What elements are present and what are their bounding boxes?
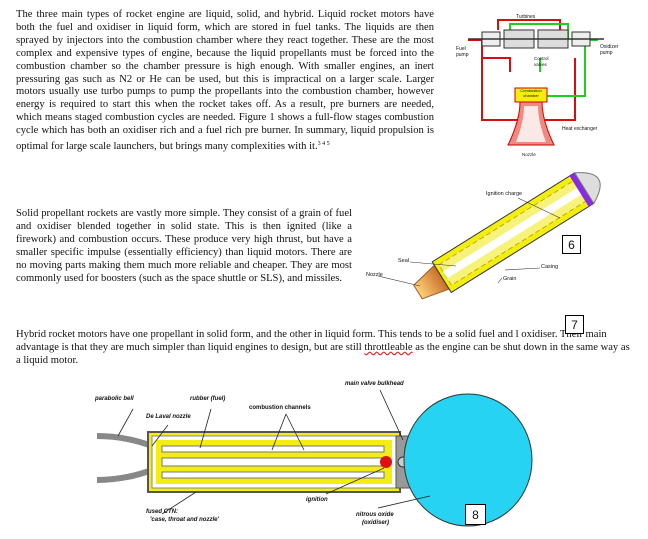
hybrid-text-middle: oxidiser. Their main advantage is that t… (16, 329, 607, 353)
spellcheck-flagged-word[interactable]: throttleable (364, 341, 413, 353)
turbine-left (503, 29, 535, 49)
combustion-chamber-label: Combustion chamber (520, 88, 542, 98)
heat-exchanger-label: Heat exchanger (562, 126, 598, 132)
ignition-label: ignition (306, 497, 328, 503)
solid-nozzle-label: Nozzle (366, 272, 383, 278)
oxidiser-label: (oxidiser) (362, 520, 390, 526)
casing-label: Casing (541, 264, 559, 270)
valve-shape (397, 456, 409, 468)
core-channel (443, 186, 583, 279)
ignition-charge-label: Ignition charge (486, 191, 523, 197)
grain-label: Grain (503, 276, 517, 282)
oxidizer-pump-shape (571, 31, 591, 47)
fuel-lines (468, 19, 576, 121)
main-valve-bulkhead-label: main valve bulkhead (345, 381, 404, 387)
nitrous-oxide-label: nitrous oxide (356, 512, 394, 518)
hybrid-text-start: Hybrid rocket motors have one propellant… (16, 329, 519, 340)
fused-ctn-label: fused CTN: (146, 509, 178, 515)
case-inner (151, 435, 397, 489)
seal-band (569, 172, 594, 207)
nozzle-inner (516, 106, 546, 142)
bulkhead-shape (395, 435, 411, 489)
seal-label: Seal (398, 258, 410, 264)
turbine-right (537, 29, 569, 49)
solid-rocket-text: Solid propellant rockets are vastly more… (16, 208, 352, 284)
parabolic-bell-label: parabolic bell (95, 396, 134, 402)
hybrid-text-end: as the engine can be shut down in the sa… (16, 341, 630, 366)
de-laval-nozzle-label: De Laval nozzle (146, 414, 191, 420)
fuel-pump-label: Fuel pump (456, 46, 469, 58)
number-box-6: 6 (562, 235, 581, 254)
case-shape (147, 431, 401, 493)
liquid-rocket-paragraph: The three main types of rocket engine ar… (16, 9, 434, 154)
fused-ctn-detail-label: 'case, throat and nozzle' (150, 517, 219, 523)
ignition-shape (380, 456, 392, 468)
solid-leaders (377, 197, 561, 287)
number-box-7: 7 (565, 315, 584, 334)
rubber-fuel-label: rubber (fuel) (190, 396, 226, 402)
control-valves-label: Control valves (534, 56, 549, 67)
fuel-grain-shape (156, 440, 392, 484)
turbines-label: Turbines (516, 14, 536, 20)
combustion-channels-shape (161, 445, 385, 479)
liquid-rocket-text: The three main types of rocket engine ar… (16, 9, 434, 153)
solid-rocket-paragraph: Solid propellant rockets are vastly more… (16, 208, 352, 285)
solid-nozzle-shape (413, 264, 450, 300)
reference-superscript: 3 4 5 (317, 141, 330, 148)
nozzle-label: Nozzle (522, 152, 536, 157)
nose-cone (573, 172, 601, 205)
fuel-pump-shape (481, 31, 501, 47)
oxidizer-pump-label: Oxidizer pump (600, 44, 619, 56)
combustion-channels-label: combustion channels (249, 405, 311, 411)
number-box-8: 8 (465, 504, 486, 525)
hybrid-rocket-paragraph: Hybrid rocket motors have one propellant… (16, 329, 634, 368)
nozzle-shape (507, 101, 555, 146)
parabolic-bell-shape (96, 433, 155, 483)
